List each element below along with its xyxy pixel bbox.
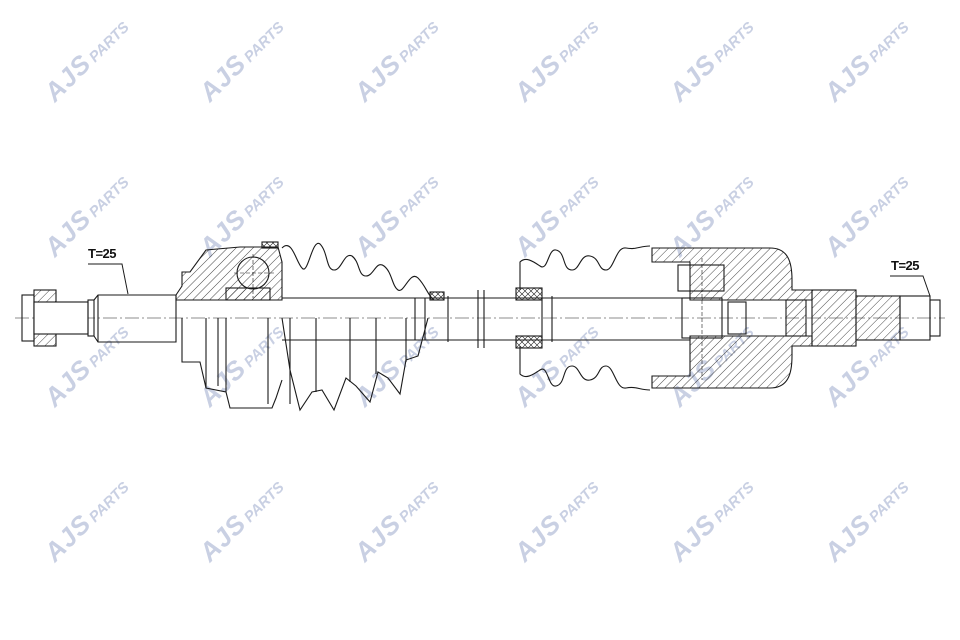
left-thread-label: T=25	[88, 246, 117, 261]
inner-tripod-housing	[651, 247, 813, 389]
main-shaft	[282, 290, 534, 348]
outer-cv-housing	[175, 241, 283, 409]
right-thread-label: T=25	[891, 258, 920, 273]
inner-boot	[515, 245, 690, 391]
outer-boot	[281, 243, 445, 412]
right-stub-shaft	[811, 289, 941, 347]
left-spline-shaft	[93, 294, 177, 343]
left-nut	[21, 289, 95, 347]
